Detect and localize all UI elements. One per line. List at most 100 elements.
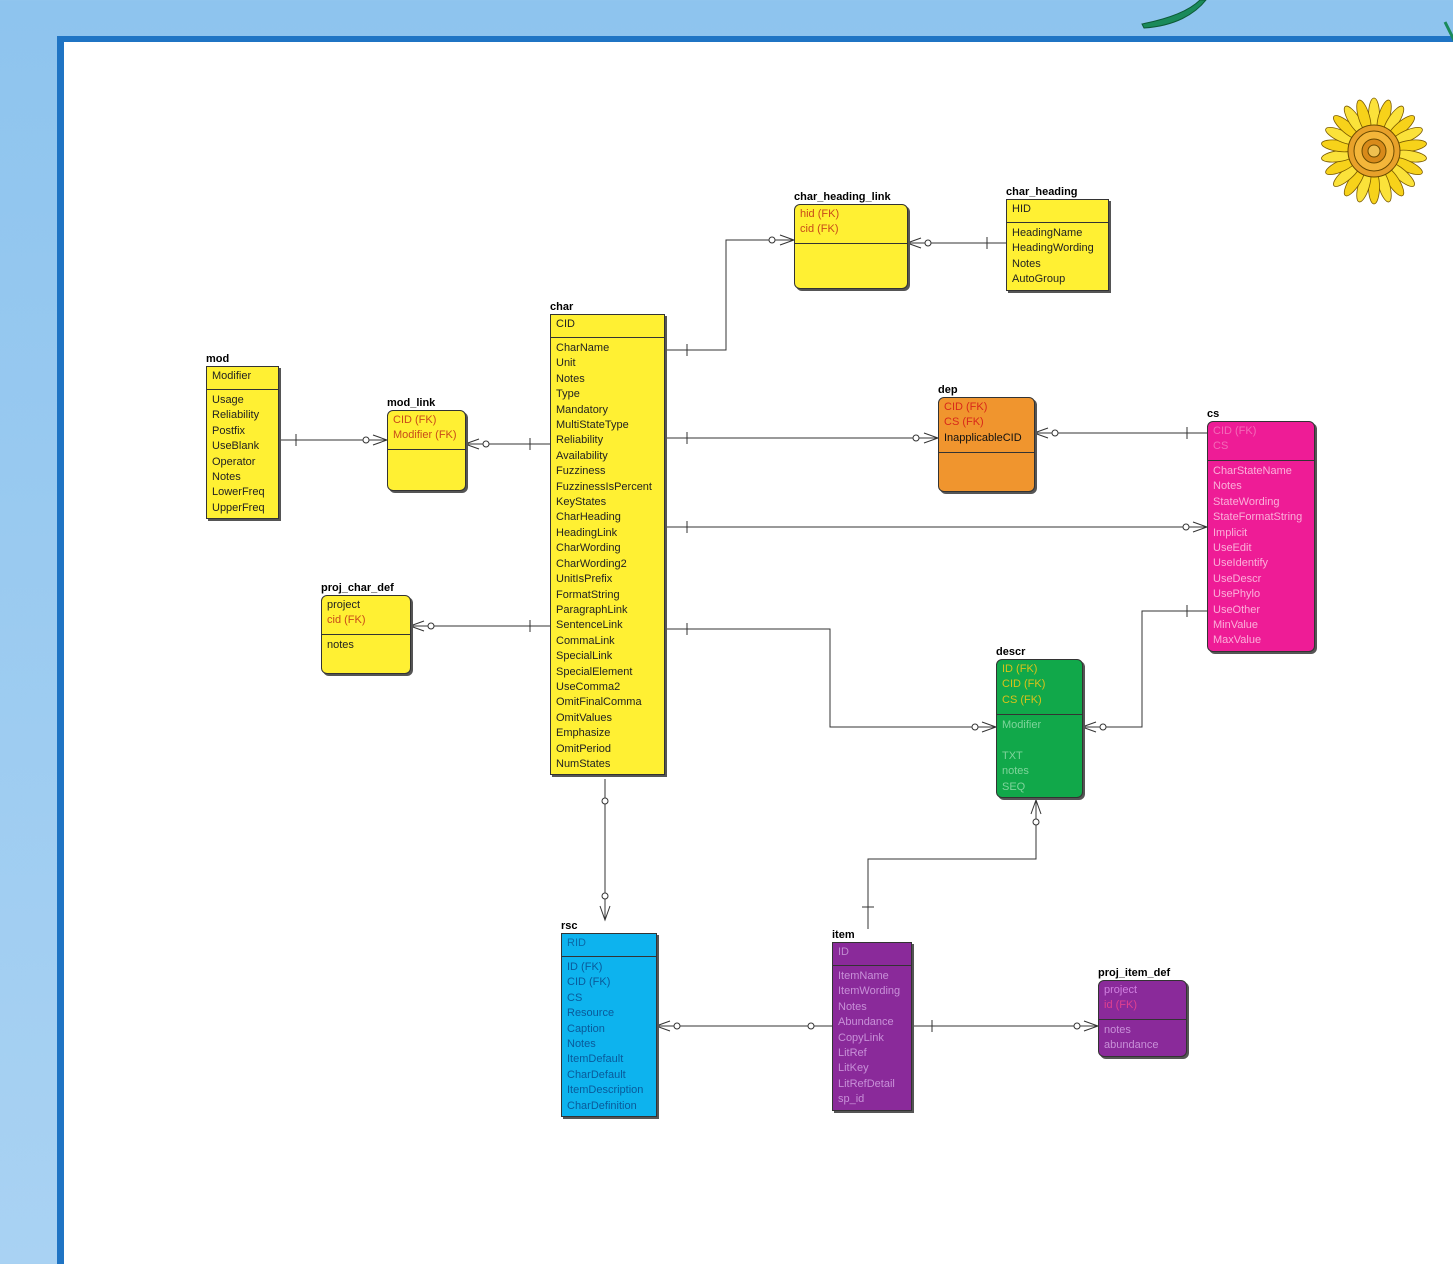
sunflower-icon (1321, 97, 1427, 205)
attribute: CharDefinition (567, 1099, 637, 1112)
attribute: Unit (556, 357, 576, 370)
entity-attributes (795, 244, 907, 288)
zero-mark (912, 434, 920, 442)
attribute: CopyLink (838, 1031, 884, 1044)
attribute: LitKey (838, 1062, 869, 1075)
entity-keys: CID (FK)CS (1208, 422, 1314, 461)
attribute: UnitIsPrefix (556, 573, 613, 586)
attribute: AutoGroup (1012, 273, 1066, 286)
attribute: Notes (1213, 480, 1242, 493)
key-attribute: ID (FK) (1002, 663, 1038, 675)
many-mark (599, 905, 611, 922)
attribute: Notes (567, 1038, 596, 1051)
vine-decoration-icon (1141, 0, 1453, 42)
attribute: Notes (556, 372, 585, 385)
attribute: HeadingName (1012, 227, 1083, 239)
attribute: FuzzinessIsPercent (556, 480, 652, 493)
entity-keys: CID (551, 315, 664, 338)
entity-attributes: notes (322, 635, 410, 673)
attribute: ItemDefault (567, 1053, 624, 1066)
entity-box: CID (FK)CS (FK)InapplicableCID (938, 397, 1035, 492)
key-attribute: Modifier (212, 370, 252, 382)
attribute: Type (556, 388, 580, 401)
entity-keys: Modifier (207, 367, 278, 390)
attribute: UsePhylo (1213, 588, 1261, 601)
entity-title: proj_item_def (1098, 967, 1171, 979)
entity-keys: RID (562, 934, 656, 957)
key-attribute: CS (FK) (944, 416, 984, 429)
attribute: Notes (212, 471, 241, 484)
entity-title: proj_char_def (321, 582, 394, 594)
attribute: Availability (556, 449, 608, 462)
attribute: CharStateName (1213, 465, 1292, 477)
attribute: OmitPeriod (556, 742, 612, 755)
attribute: MultiStateType (556, 419, 629, 432)
zero-mark (601, 892, 609, 900)
sunflower-center (1367, 144, 1381, 158)
rel-item-descr (867, 800, 1037, 929)
attribute: MaxValue (1213, 634, 1262, 647)
attribute: ItemDescription (567, 1084, 644, 1097)
attribute: TXT (1002, 749, 1023, 762)
attribute: OmitFinalComma (556, 696, 642, 709)
entity-attributes: notes abundance (1099, 1020, 1186, 1056)
zero-mark (673, 1022, 681, 1030)
attribute: CharDefault (567, 1068, 626, 1081)
attribute: ID (FK) (567, 961, 603, 973)
attribute: OmitValues (556, 711, 613, 724)
key-attribute: CID (FK) (393, 414, 437, 426)
attribute: UseEdit (1213, 542, 1252, 555)
attribute: CharWording (556, 542, 621, 555)
attribute: abundance (1104, 1039, 1159, 1052)
zero-mark (362, 436, 370, 444)
entity-title: item (832, 929, 855, 941)
zero-mark (1099, 723, 1107, 731)
entity-title: mod_link (387, 397, 436, 409)
attribute: CharWording2 (556, 557, 627, 570)
zero-mark (924, 239, 932, 247)
zero-mark (1073, 1022, 1081, 1030)
attribute: UseDescr (1213, 572, 1262, 585)
entity-title: dep (938, 384, 958, 396)
attribute: Notes (838, 1000, 867, 1013)
key-attribute: cid (FK) (327, 614, 366, 627)
attribute: ItemWording (838, 985, 901, 998)
entity-title: char_heading_link (794, 191, 891, 203)
attribute: Mandatory (556, 403, 608, 416)
attribute: Modifier (1002, 719, 1042, 731)
attribute: notes (1104, 1024, 1131, 1036)
entity-keys: ID (FK)CID (FK)CS (FK) (997, 660, 1082, 715)
attribute: notes (327, 639, 354, 651)
zero-mark (1051, 429, 1059, 437)
attribute: notes (1002, 765, 1029, 778)
attribute: StateFormatString (1213, 511, 1303, 524)
attribute: CID (FK) (567, 976, 611, 989)
attribute: Reliability (556, 434, 604, 447)
zero-mark (768, 236, 776, 244)
key-attribute: RID (567, 937, 586, 949)
entity-box: CID (FK) Modifier (FK) (387, 410, 466, 491)
attribute: HeadingLink (556, 526, 618, 539)
attribute (1002, 733, 1078, 748)
key-attribute: CID (FK) (1213, 425, 1257, 437)
attribute: UseBlank (212, 440, 260, 453)
key-attribute: ID (838, 946, 849, 958)
attribute: UseOther (1213, 603, 1261, 616)
key-attribute: Modifier (FK) (393, 429, 457, 442)
entity-box: hid (FK)cid (FK) (794, 204, 908, 289)
rel-char-headinglink (664, 239, 794, 351)
zero-mark (1032, 818, 1040, 826)
key-attribute: project (1104, 984, 1138, 996)
attribute: Implicit (1213, 526, 1248, 539)
entity-keys: hid (FK)cid (FK) (795, 205, 907, 244)
attribute: CS (567, 991, 583, 1004)
